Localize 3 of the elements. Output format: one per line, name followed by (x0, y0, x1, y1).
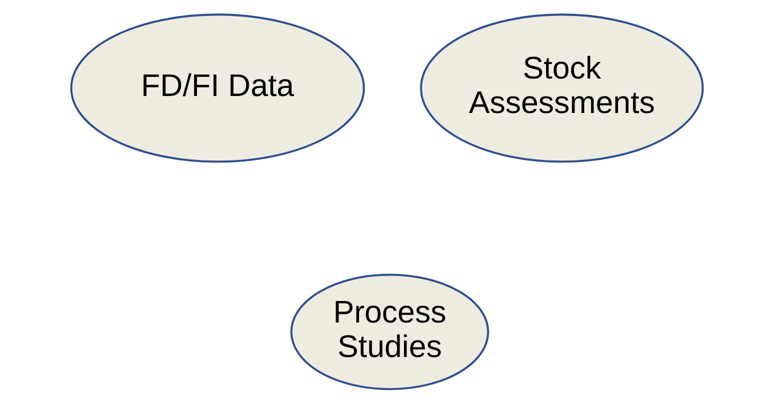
node-ellipse: FD/FI Data (70, 14, 364, 163)
node-ellipse: Process Studies (290, 274, 489, 390)
node-ellipse: Stock Assessments (420, 14, 704, 163)
